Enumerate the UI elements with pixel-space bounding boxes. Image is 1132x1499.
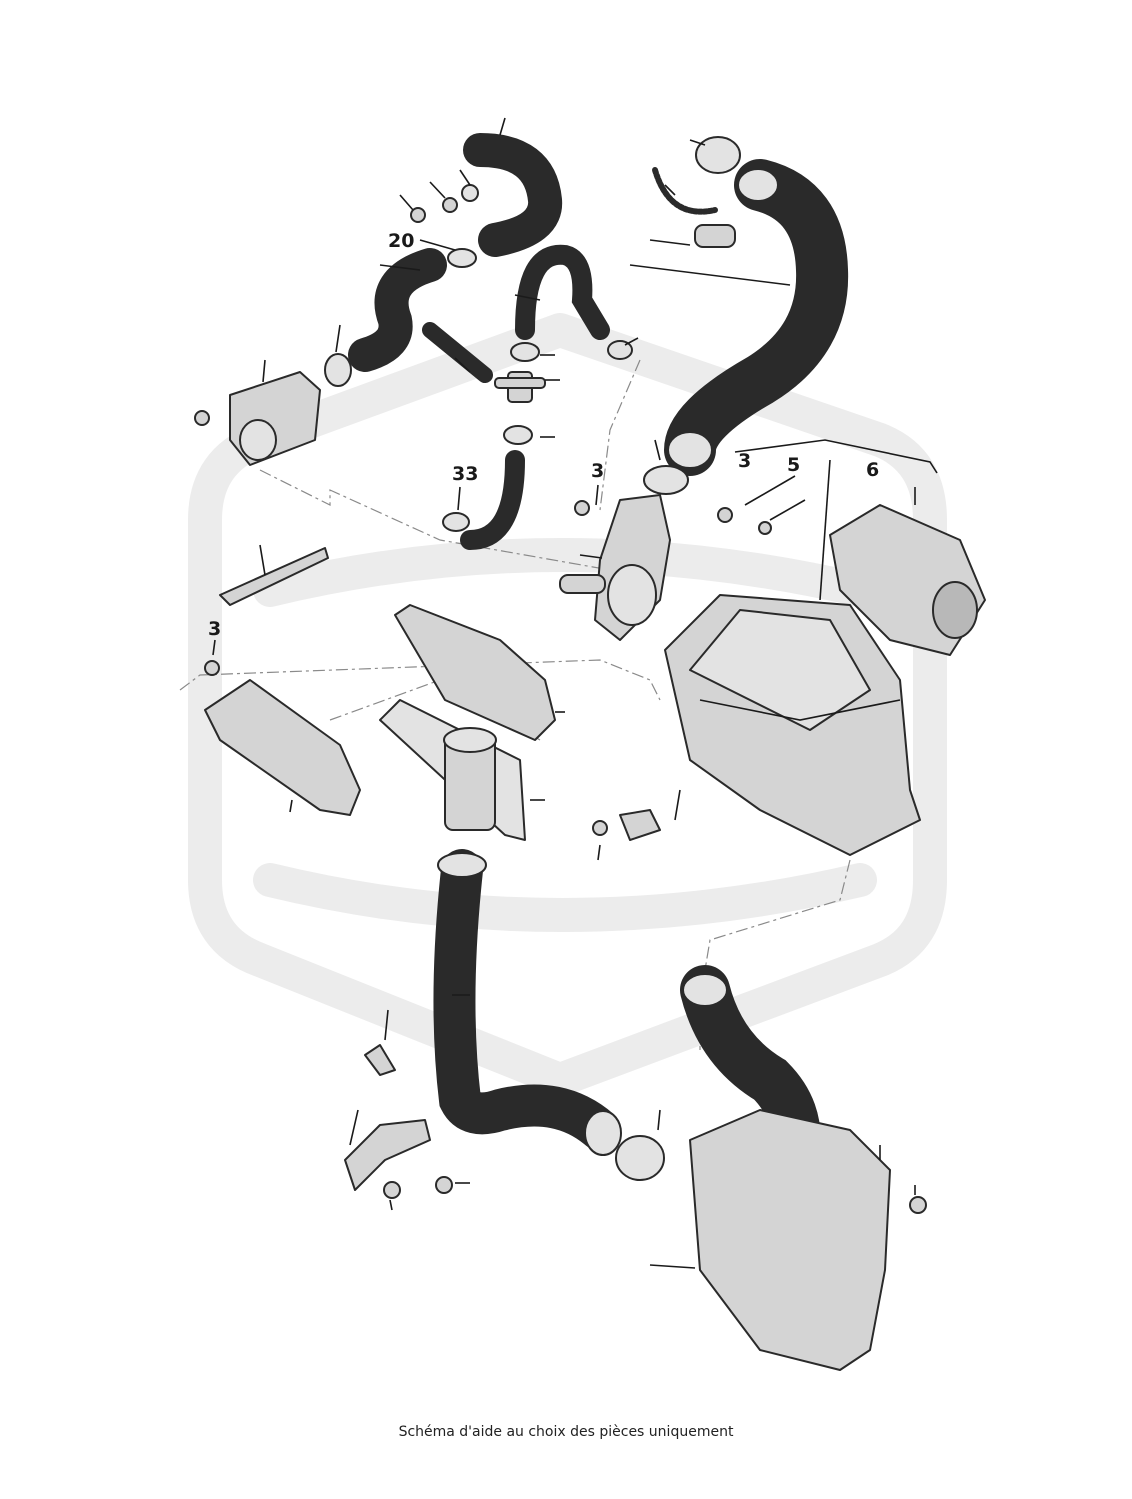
resonator-housing xyxy=(229,371,321,466)
breather-hoses xyxy=(422,244,610,550)
diagram-caption: Schéma d'aide au choix des pièces unique… xyxy=(398,1424,734,1440)
lower-resonator xyxy=(680,965,891,1371)
intake-shroud xyxy=(204,679,361,816)
filter-element xyxy=(829,504,986,656)
corrugated-hose xyxy=(348,248,447,372)
elbow-adapter xyxy=(559,465,689,641)
callout-labels: 20 33 3 3 5 6 3 xyxy=(208,230,879,640)
hose-clamps xyxy=(324,248,633,532)
callout-5: 5 xyxy=(787,454,800,476)
small-fasteners xyxy=(194,184,927,1214)
callout-3-elbow: 3 xyxy=(591,460,604,482)
lower-bracket xyxy=(344,1044,431,1191)
callout-33: 33 xyxy=(452,463,478,485)
callout-6: 6 xyxy=(866,459,879,481)
intake-duct xyxy=(664,159,849,476)
lower-pipe xyxy=(433,849,622,1156)
upper-elbow-hose xyxy=(463,133,563,257)
sensor xyxy=(652,167,736,248)
cable-tie xyxy=(219,547,329,606)
lower-clamp xyxy=(615,1135,665,1181)
callout-3-shroud: 3 xyxy=(208,618,221,640)
t-piece xyxy=(494,371,546,403)
callout-20: 20 xyxy=(388,230,414,252)
callout-3-filterbox: 3 xyxy=(738,450,751,472)
clamp-top xyxy=(695,136,741,174)
bracket xyxy=(619,809,661,841)
leader-lines xyxy=(212,117,938,1269)
air-filter-box xyxy=(664,594,921,856)
air-guide xyxy=(379,604,556,841)
